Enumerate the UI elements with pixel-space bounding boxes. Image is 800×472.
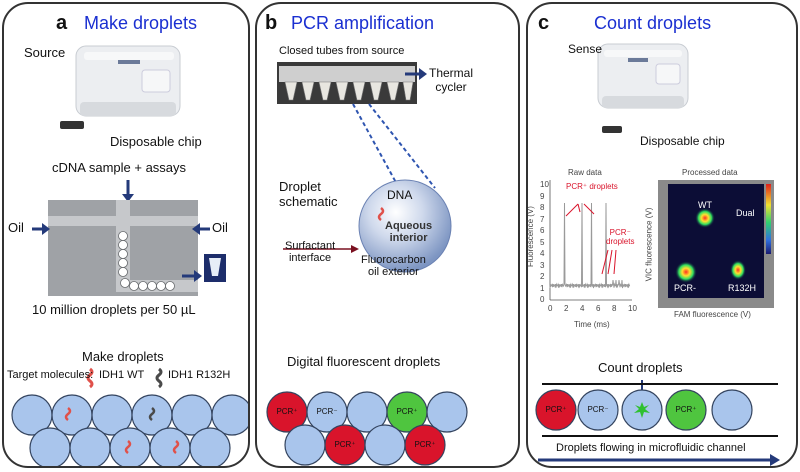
panel-letter-b: b: [265, 12, 278, 34]
cluster-dual-label: Dual: [736, 208, 755, 218]
raw-xtick-label: 2: [564, 304, 569, 313]
panel-a-graphics: [11, 45, 248, 466]
pcr-positive-callout: PCR⁺ droplets: [566, 182, 618, 191]
microfluidic-junction-image: [48, 200, 198, 296]
raw-xlabel: Time (ms): [574, 320, 610, 329]
droplet-label: PCR⁻: [587, 405, 609, 414]
panel-a-title: Make droplets: [84, 13, 198, 33]
microfluidic-channel: [542, 383, 778, 437]
raw-xtick-label: 4: [580, 304, 585, 313]
droplet-label: PCR⁺: [396, 407, 418, 416]
raw-xtick-label: 6: [596, 304, 601, 313]
raw-ytick-label: 4: [540, 249, 545, 258]
surfactant-label: Surfactant interface: [285, 240, 336, 264]
sample-label: cDNA sample + assays: [52, 160, 187, 175]
raw-ytick-label: 5: [540, 237, 545, 247]
oil-left-label: Oil: [8, 220, 24, 235]
processed-data-plot: [658, 180, 774, 308]
panel-c-graphics: [535, 43, 780, 466]
sense-instrument-image: [597, 43, 689, 109]
digital-droplet-array: [266, 391, 468, 466]
cluster-wt-label: WT: [698, 200, 712, 210]
disposable-chip-image: [60, 121, 84, 129]
raw-xtick-label: 0: [548, 304, 553, 313]
panel-letter-c: c: [538, 12, 550, 34]
processed-data-title: Processed data: [682, 168, 738, 177]
schematic-label: Droplet schematic: [279, 179, 338, 209]
thermal-cycler-label: Thermal cycler: [429, 66, 474, 94]
aqueous-label: Aqueous interior: [385, 220, 433, 244]
raw-ytick-label: 6: [540, 226, 545, 235]
tubes-label: Closed tubes from source: [279, 45, 405, 57]
mutant-label: IDH1 R132H: [168, 369, 231, 381]
panel-letter-a: a: [56, 12, 68, 34]
raw-ytick-label: 7: [540, 214, 545, 224]
make-droplets-label: Make droplets: [82, 349, 164, 364]
cluster-pcr-negative-label: PCR-: [674, 283, 696, 293]
oil-left-arrow: [32, 223, 50, 235]
oil-right-arrow: [192, 223, 210, 235]
droplet-sphere: [358, 179, 452, 273]
raw-ytick-label: 0: [540, 295, 545, 304]
pcr-negative-callout: PCR⁻ droplets: [606, 228, 635, 246]
output-arrow: [182, 270, 202, 282]
fam-axis-label: FAM fluorescence (V): [674, 310, 751, 319]
droplet-label: PCR⁺: [334, 440, 356, 449]
panel-count-droplets: c Count droplets Sense Disposable chip R…: [526, 2, 798, 468]
raw-xtick-label: 8: [612, 304, 617, 313]
raw-xtick-label: 10: [628, 304, 637, 313]
droplet-label: PCR⁺: [414, 440, 436, 449]
thermal-arrow: [405, 68, 427, 80]
flow-label: Droplets flowing in microfluidic channel: [556, 442, 746, 454]
flow-arrow: [538, 454, 780, 466]
count-droplets-label: Count droplets: [598, 360, 683, 375]
surfactant-arrow: [283, 245, 359, 253]
cluster-r132h-label: R132H: [728, 283, 757, 293]
raw-ytick-label: 9: [540, 191, 545, 201]
sample-arrow: [122, 180, 134, 202]
raw-ytick-label: 10: [540, 180, 549, 189]
targets-label: Target molecules:: [7, 369, 94, 381]
oil-right-label: Oil: [212, 220, 228, 235]
zoom-lines: [352, 103, 436, 189]
mutant-molecule-icon: [155, 367, 163, 389]
panel-make-droplets: a Make droplets Source Disposable chip c…: [2, 2, 250, 468]
droplet-label: PCR⁺: [276, 407, 298, 416]
source-label: Source: [24, 45, 66, 60]
raw-data-title: Raw data: [568, 168, 602, 177]
tube-strip-image: [277, 62, 417, 104]
droplet-label: PCR⁺: [675, 405, 697, 414]
raw-data-axes: [549, 180, 632, 301]
panel-b-title: PCR amplification: [291, 13, 435, 33]
raw-ytick-label: 2: [540, 272, 545, 281]
raw-ylabel: Fluorescence (V): [526, 206, 535, 267]
sense-label: Sense: [568, 42, 603, 56]
digital-droplets-label: Digital fluorescent droplets: [287, 354, 441, 369]
raw-ytick-label: 8: [540, 203, 545, 212]
droplet-label: PCR⁻: [316, 407, 338, 416]
raw-data-trace: [549, 202, 631, 289]
fluorocarbon-label: Fluorocarbon oil exterior: [361, 254, 426, 278]
sensor-burst-icon: [634, 402, 650, 418]
raw-data-callout-arrows: [565, 203, 617, 275]
wt-label: IDH1 WT: [99, 369, 145, 381]
panel-b-graphics: [266, 62, 468, 466]
droplet-label: PCR⁺: [545, 405, 567, 414]
vic-axis-label: VIC fluorescence (V): [644, 207, 654, 282]
tube-image: [204, 254, 226, 282]
wt-molecule-icon: [86, 367, 94, 389]
droplet-array: [11, 394, 248, 466]
panel-pcr-amplification: b PCR amplification Closed tubes from so…: [255, 2, 520, 468]
counting-droplet-array: [535, 389, 753, 431]
droplet-molecules: [64, 407, 180, 454]
raw-ytick-label: 1: [540, 283, 545, 293]
droplet-count-label: 10 million droplets per 50 µL: [32, 302, 196, 317]
dna-label: DNA: [387, 188, 413, 202]
chip-label-c: Disposable chip: [640, 134, 725, 148]
raw-ytick-label: 3: [540, 260, 545, 270]
disposable-chip-image-c: [602, 126, 622, 133]
panel-c-title: Count droplets: [594, 13, 712, 33]
source-instrument-image: [75, 45, 181, 117]
chip-label-a: Disposable chip: [110, 134, 202, 149]
